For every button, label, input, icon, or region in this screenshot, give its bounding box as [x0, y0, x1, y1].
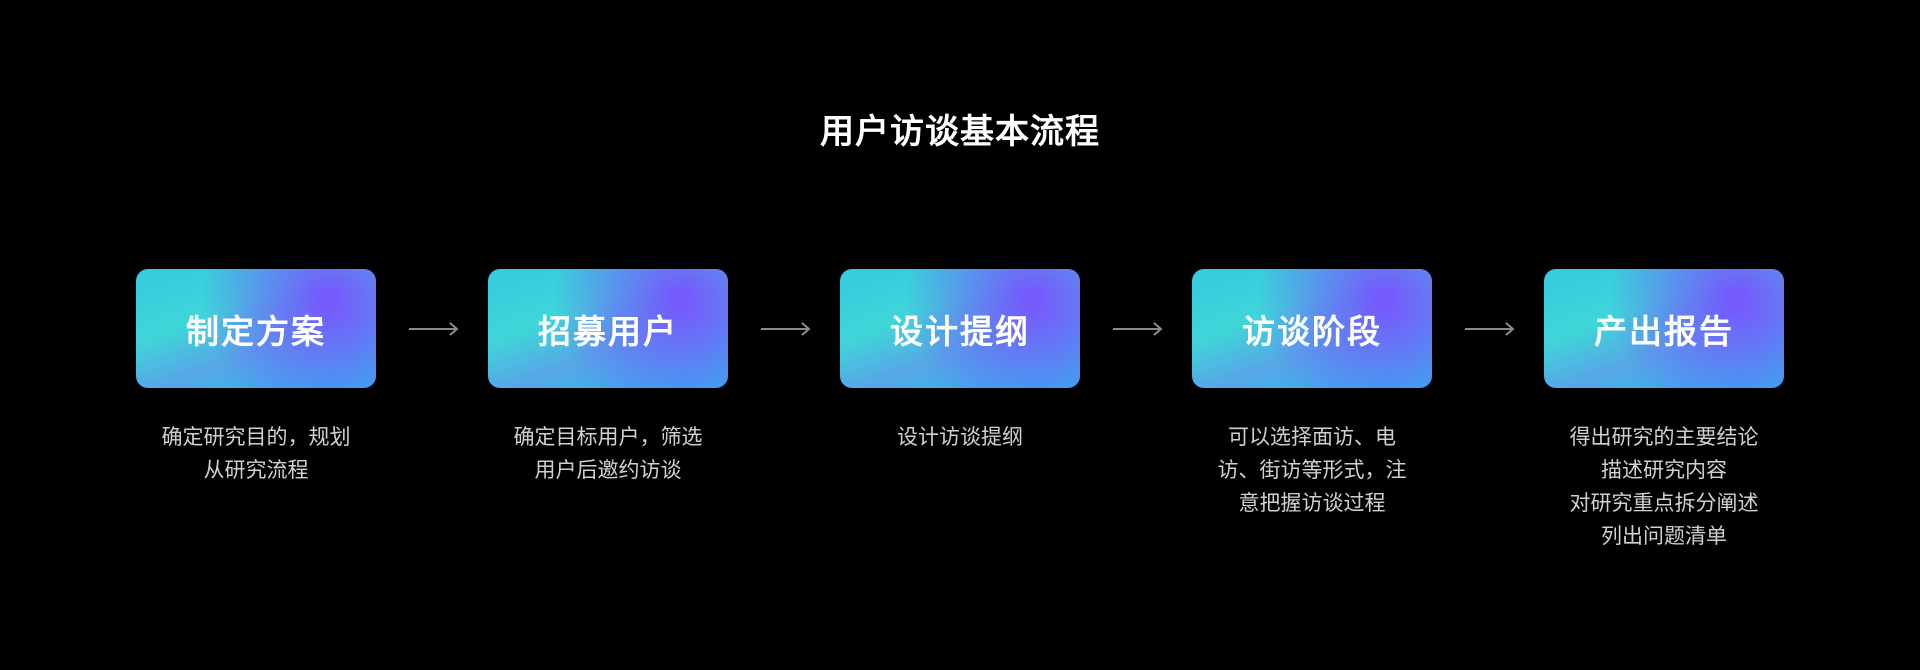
- arrow-right-icon: [760, 320, 812, 338]
- process-step: 设计提纲设计访谈提纲: [840, 269, 1080, 454]
- description-line: 访、街访等形式，注: [1217, 458, 1407, 482]
- process-step: 产出报告得出研究的主要结论描述研究内容对研究重点拆分阐述列出问题清单: [1544, 269, 1784, 553]
- step-label: 访谈阶段: [1242, 311, 1382, 351]
- step-box: 招募用户: [488, 269, 728, 388]
- process-step: 招募用户确定目标用户，筛选用户后邀约访谈: [488, 269, 728, 487]
- step-description: 确定研究目的，规划从研究流程: [126, 421, 386, 487]
- step-description: 可以选择面访、电访、街访等形式，注意把握访谈过程: [1182, 421, 1442, 520]
- process-step: 访谈阶段可以选择面访、电访、街访等形式，注意把握访谈过程: [1192, 269, 1432, 520]
- step-box: 产出报告: [1544, 269, 1784, 388]
- description-line: 确定研究目的，规划: [161, 425, 351, 449]
- description-line: 对研究重点拆分阐述: [1569, 491, 1759, 515]
- description-line: 得出研究的主要结论: [1569, 425, 1759, 449]
- description-line: 从研究流程: [203, 458, 309, 482]
- step-description: 得出研究的主要结论描述研究内容对研究重点拆分阐述列出问题清单: [1534, 421, 1794, 553]
- step-description: 确定目标用户，筛选用户后邀约访谈: [478, 421, 738, 487]
- description-line: 意把握访谈过程: [1238, 491, 1386, 515]
- step-box: 制定方案: [136, 269, 376, 388]
- description-line: 设计访谈提纲: [897, 425, 1023, 449]
- step-label: 招募用户: [538, 311, 678, 351]
- step-description: 设计访谈提纲: [830, 421, 1090, 454]
- diagram-title: 用户访谈基本流程: [820, 112, 1100, 152]
- description-line: 确定目标用户，筛选: [513, 425, 703, 449]
- arrow-right-icon: [1464, 320, 1516, 338]
- step-label: 制定方案: [186, 311, 326, 351]
- description-line: 可以选择面访、电: [1228, 425, 1396, 449]
- process-step: 制定方案确定研究目的，规划从研究流程: [136, 269, 376, 487]
- step-box: 设计提纲: [840, 269, 1080, 388]
- step-box: 访谈阶段: [1192, 269, 1432, 388]
- description-line: 描述研究内容: [1601, 458, 1727, 482]
- arrow-right-icon: [1112, 320, 1164, 338]
- step-label: 产出报告: [1594, 311, 1734, 351]
- description-line: 用户后邀约访谈: [534, 458, 682, 482]
- arrow-right-icon: [408, 320, 460, 338]
- description-line: 列出问题清单: [1601, 524, 1727, 548]
- step-label: 设计提纲: [890, 311, 1030, 351]
